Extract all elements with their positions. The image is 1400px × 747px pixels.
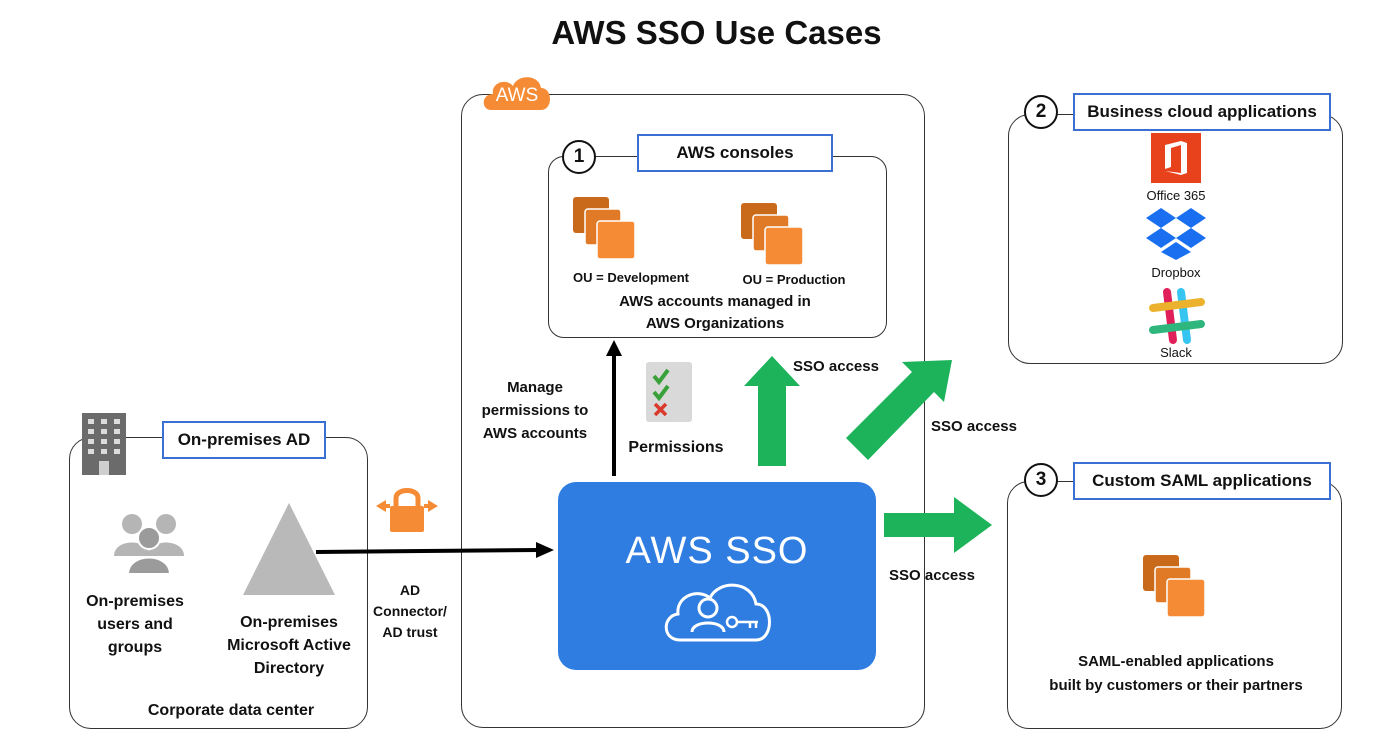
sso-arrow-up [744, 356, 800, 466]
user-key-cloud-icon [664, 583, 771, 642]
accounts-dev-icon [573, 197, 636, 260]
building-icon [82, 413, 126, 475]
saml-applications-icon [1143, 555, 1206, 618]
manage-permissions-arrow [606, 340, 622, 476]
custom-saml-label: Custom SAML applications [1073, 462, 1331, 500]
slack-icon [1149, 288, 1205, 344]
active-directory-triangle-icon [243, 503, 335, 595]
permissions-label: Permissions [628, 439, 724, 456]
aws-consoles-label: AWS consoles [637, 134, 833, 172]
sso-arrow-diagonal [846, 360, 952, 460]
ou-production-label: OU = Production [742, 272, 846, 287]
dropbox-icon [1146, 208, 1206, 260]
dropbox-label: Dropbox [1151, 265, 1201, 280]
slack-label: Slack [1160, 345, 1192, 360]
on-premises-users-label: On-premises users and groups [86, 593, 184, 656]
number-1-badge: 1 [562, 140, 596, 174]
aws-cloud-icon [483, 77, 550, 110]
manage-permissions-label: Manage permissions to AWS accounts [481, 379, 589, 442]
business-apps-box [1008, 114, 1343, 364]
users-group-icon [114, 514, 184, 575]
sso-access-label-1: SSO access [793, 358, 879, 375]
accounts-prod-icon [741, 203, 804, 266]
office365-label: Office 365 [1146, 188, 1206, 203]
sso-access-label-3: SSO access [889, 567, 975, 584]
office365-icon [1151, 133, 1201, 183]
ad-connector-label: AD Connector/ AD trust [373, 582, 447, 640]
ad-connector-arrow [315, 542, 554, 558]
business-apps-label: Business cloud applications [1073, 93, 1331, 131]
ou-development-label: OU = Development [573, 270, 689, 285]
aws-cloud-badge: AWS [481, 70, 553, 114]
aws-organizations-caption: AWS accounts managed in AWS Organization… [619, 293, 811, 332]
corporate-data-center-label: Corporate data center [147, 702, 315, 719]
on-premises-ad-label: On-premises AD [162, 421, 326, 459]
lock-connector-icon [376, 488, 438, 532]
active-directory-label: On-premises Microsoft Active Directory [227, 614, 351, 677]
diagram-title: AWS SSO Use Cases [551, 14, 882, 51]
saml-applications-caption: SAML-enabled applications built by custo… [1049, 653, 1303, 694]
aws-badge-label: AWS [495, 85, 539, 106]
permissions-checklist-icon [646, 362, 692, 422]
number-2-badge: 2 [1024, 95, 1058, 129]
sso-arrow-right [884, 497, 992, 553]
aws-sso-title: AWS SSO [625, 530, 809, 572]
aws-sso-block: AWS SSO [558, 482, 876, 670]
sso-access-label-2: SSO access [931, 418, 1017, 435]
number-3-badge: 3 [1024, 463, 1058, 497]
